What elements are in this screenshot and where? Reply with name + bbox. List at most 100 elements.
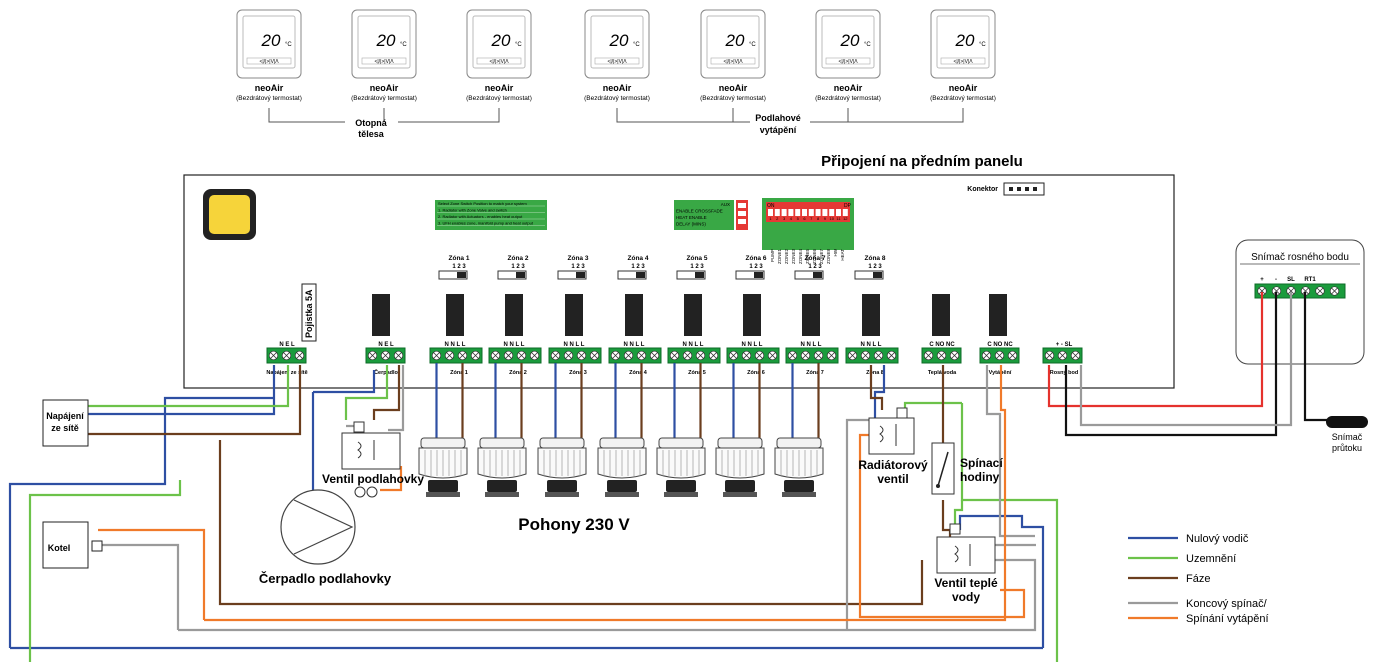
zone-header: Zóna 8: [865, 255, 886, 262]
floor-pump-label: Čerpadlo podlahovky: [259, 571, 392, 586]
legend-switch-1: Koncový spínač/: [1186, 598, 1268, 610]
aux-info-line: DELAY (MINS): [676, 222, 706, 227]
pump-terminal-labels: N E L: [378, 342, 394, 348]
zone-terminal-block: [845, 347, 899, 364]
zone-terminal-name: Zóna 5: [688, 370, 706, 376]
thermostat-name: neoAir: [255, 83, 284, 93]
zone-relay: [505, 294, 523, 336]
dip-number: 2: [776, 216, 779, 221]
thermostat-display: 20: [609, 31, 629, 50]
dip-number: 5: [797, 216, 800, 221]
zone-terminal-labels: N N L L: [683, 342, 704, 348]
dip-label: HEAT: [840, 249, 845, 261]
thermostat-unit: °C: [400, 42, 407, 48]
zone-positions: 1 2 3: [571, 264, 585, 270]
actuator: [656, 437, 706, 497]
zone-header: Zóna 3: [568, 255, 589, 262]
timer-label-1: Spínací: [960, 456, 1003, 470]
dip-number: 1: [769, 216, 772, 221]
zone-terminal-labels: N N L L: [624, 342, 645, 348]
thermostat-name: neoAir: [603, 83, 632, 93]
group-radiators-label-2: tělesa: [358, 129, 385, 139]
thermostat-unit: °C: [285, 42, 292, 48]
thermostat-display: 20: [376, 31, 396, 50]
dip-label: ZONE5: [805, 249, 810, 265]
dip-number: 3: [783, 216, 786, 221]
aux-info-line: ENABLE CROSSFADE: [676, 209, 723, 214]
dip-label: ZONE8: [826, 249, 831, 265]
thermostat-buttons: <|/|>|V|Λ: [838, 59, 858, 65]
thermostat-name: neoAir: [834, 83, 863, 93]
radiator-valve: [868, 407, 915, 455]
dip-label: ZONE3: [791, 249, 796, 265]
mains-supply-box: Napájení ze sítě: [42, 399, 89, 447]
thermostat-buttons: <|/|>|V|Λ: [723, 59, 743, 65]
zone-terminal-labels: N N L L: [742, 342, 763, 348]
connector-label: Konektor: [967, 186, 998, 193]
group-brackets: [268, 108, 964, 123]
zone-terminal-labels: N N L L: [564, 342, 585, 348]
heating-relay: [989, 294, 1007, 336]
legend-earth: Uzemnění: [1186, 553, 1236, 565]
zone-terminal-block: [429, 347, 483, 364]
boiler-box: Kotel: [42, 521, 103, 569]
actuator: [418, 437, 468, 497]
zone-terminal-block: [785, 347, 839, 364]
thermostat-unit: °C: [515, 42, 522, 48]
power-indicator: [203, 189, 256, 240]
zone-positions: 1 2 3: [749, 264, 763, 270]
zone-info-line: 1. Radiator with Zone Valve and switch: [438, 208, 507, 213]
zone-relay: [802, 294, 820, 336]
zone-terminal-name: Zóna 7: [806, 370, 824, 376]
thermostat-desc: (Bezdrátový termostat): [236, 95, 302, 102]
hw-terminal-labels: C NO NC: [929, 342, 955, 348]
dip-label: ZONE7: [819, 249, 824, 265]
zone-terminal-block: [667, 347, 721, 364]
hot-water-terminals: [921, 347, 962, 364]
zone-terminal-block: [608, 347, 662, 364]
thermostat-desc: (Bezdrátový termostat): [700, 95, 766, 102]
dip-dp-label: DP: [844, 203, 852, 209]
pump-relay: [372, 294, 390, 336]
zone-relay: [565, 294, 583, 336]
zone-terminal-name: Zóna 6: [747, 370, 765, 376]
zone-header: Zóna 2: [508, 255, 529, 262]
dew-sensor-terminal-label: RT1: [1304, 277, 1316, 283]
panel-title: Připojení na předním panelu: [821, 153, 1023, 170]
fuse-label: Pojistka 5A: [304, 289, 314, 338]
hot-water-relay: [932, 294, 950, 336]
zone-relay: [743, 294, 761, 336]
thermostat-name: neoAir: [719, 83, 748, 93]
zone-info-line: Select Zone Switch Position to match you…: [438, 201, 527, 206]
hot-water-valve-label-2: vody: [952, 590, 980, 604]
thermostat-buttons: <|/|>|V|Λ: [489, 59, 509, 65]
legend-neutral: Nulový vodič: [1186, 533, 1249, 545]
mains-supply-label-2: ze sítě: [51, 423, 79, 433]
zone-terminal-name: Zóna 2: [509, 370, 527, 376]
radiator-valve-label-2: ventil: [877, 472, 908, 486]
zone-header: Zóna 7: [805, 255, 826, 262]
zone-terminal-block: [548, 347, 602, 364]
connector-icon: [1003, 182, 1045, 196]
legend: Nulový vodič Uzemnění Fáze Koncový spína…: [1128, 533, 1269, 625]
timer-label-2: hodiny: [960, 470, 1000, 484]
dew-sensor-terminal-label: +: [1260, 277, 1264, 283]
flow-sensor-label-1: Snímač: [1332, 432, 1363, 442]
zone-header: Zóna 1: [449, 255, 470, 262]
boiler-label: Kotel: [48, 543, 71, 553]
actuator: [715, 437, 765, 497]
dip-label: PUMP: [770, 249, 775, 262]
zone-terminal-labels: N N L L: [445, 342, 466, 348]
zone-positions: 1 2 3: [808, 264, 822, 270]
actuator: [774, 437, 824, 497]
power-led: [209, 195, 250, 234]
